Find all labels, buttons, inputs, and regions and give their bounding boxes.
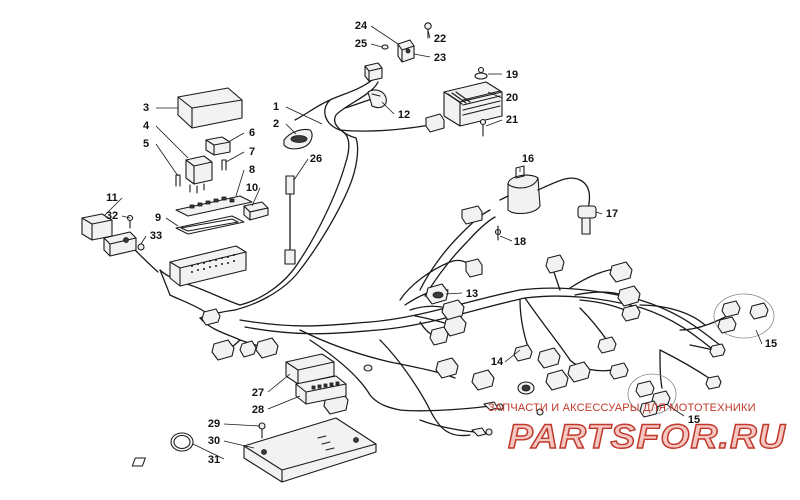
callout-5: 5 [143, 138, 149, 150]
callout-28: 28 [252, 404, 264, 416]
callout-29: 29 [208, 418, 220, 430]
connector-group-15-right [705, 293, 775, 390]
coil-bolt-18 [494, 225, 502, 241]
connector-12 [367, 89, 387, 109]
callout-26: 26 [310, 153, 322, 165]
callout-20: 20 [506, 92, 518, 104]
mounting-plate [131, 417, 377, 483]
callout-12: 12 [398, 109, 410, 121]
callout-15: 15 [765, 338, 777, 350]
fuse-box-cover [177, 87, 243, 129]
callout-labels: 1 2 3 4 5 6 7 8 9 10 11 12 13 14 15 15 1… [106, 20, 777, 466]
leader-lines [103, 25, 763, 460]
callout-27: 27 [252, 387, 264, 399]
lower-left-connectors [201, 308, 279, 361]
nut-33 [137, 243, 145, 251]
callout-13: 13 [466, 288, 478, 300]
screw-29 [258, 422, 266, 439]
washer-25 [381, 44, 389, 50]
callout-24: 24 [355, 20, 368, 32]
callout-1: 1 [273, 101, 279, 113]
fuse-block-6 [205, 136, 231, 156]
bolt-21 [479, 118, 487, 137]
fuse-box-base [169, 245, 247, 287]
callout-32: 32 [106, 210, 118, 222]
fuse-5 [175, 174, 181, 187]
callout-15b: 15 [688, 414, 700, 426]
connector-group-13 [425, 258, 483, 346]
center-lower-connectors [323, 357, 495, 415]
connector-group-14 [513, 344, 591, 416]
watermark-logo: PARTSFOR.RU [507, 417, 786, 456]
ignition-coil [499, 165, 591, 215]
callout-16: 16 [522, 153, 534, 165]
callout-3: 3 [143, 102, 149, 114]
sensor-bracket [397, 39, 415, 63]
callout-33: 33 [150, 230, 162, 242]
callout-9: 9 [155, 212, 161, 224]
callout-10: 10 [246, 182, 258, 194]
callout-19: 19 [506, 69, 518, 81]
callout-22: 22 [434, 33, 446, 45]
connector-10 [243, 201, 269, 221]
regulator-connector [425, 113, 445, 133]
right-connectors [545, 254, 641, 380]
ecu-cover [285, 353, 335, 385]
fuse-plate [175, 195, 253, 217]
callout-21: 21 [506, 114, 518, 126]
callout-6: 6 [249, 127, 255, 139]
relay-mount [103, 231, 137, 257]
callout-4: 4 [143, 120, 150, 132]
top-connector [364, 62, 383, 82]
washer-19 [474, 66, 488, 80]
fuse-7 [221, 159, 227, 171]
speed-sensor [284, 175, 296, 265]
connector-group-15-lower [627, 373, 677, 418]
callout-8: 8 [249, 164, 255, 176]
callout-2: 2 [273, 118, 279, 130]
callout-25: 25 [355, 38, 367, 50]
callout-11: 11 [106, 192, 118, 204]
harness-clip [283, 128, 313, 150]
callout-30: 30 [208, 435, 220, 447]
relay [185, 155, 213, 194]
svg-text:PARTSFOR.RU: PARTSFOR.RU [508, 418, 786, 456]
callout-17: 17 [606, 208, 618, 220]
cable-clamp [170, 432, 194, 452]
callout-18: 18 [514, 236, 526, 248]
ecu-module [295, 375, 347, 405]
gasket [175, 215, 245, 235]
callout-7: 7 [249, 146, 255, 158]
callout-14: 14 [491, 356, 504, 368]
voltage-regulator [443, 81, 503, 127]
watermark-caption: ЗАПЧАСТИ И АКСЕССУАРЫ ДЛЯ МОТОТЕХНИКИ [488, 402, 756, 414]
callout-23: 23 [434, 52, 446, 64]
spark-plug-cap [577, 205, 597, 235]
callout-31: 31 [208, 454, 220, 466]
coil-connector [461, 205, 483, 225]
ring-terminals [471, 401, 504, 437]
